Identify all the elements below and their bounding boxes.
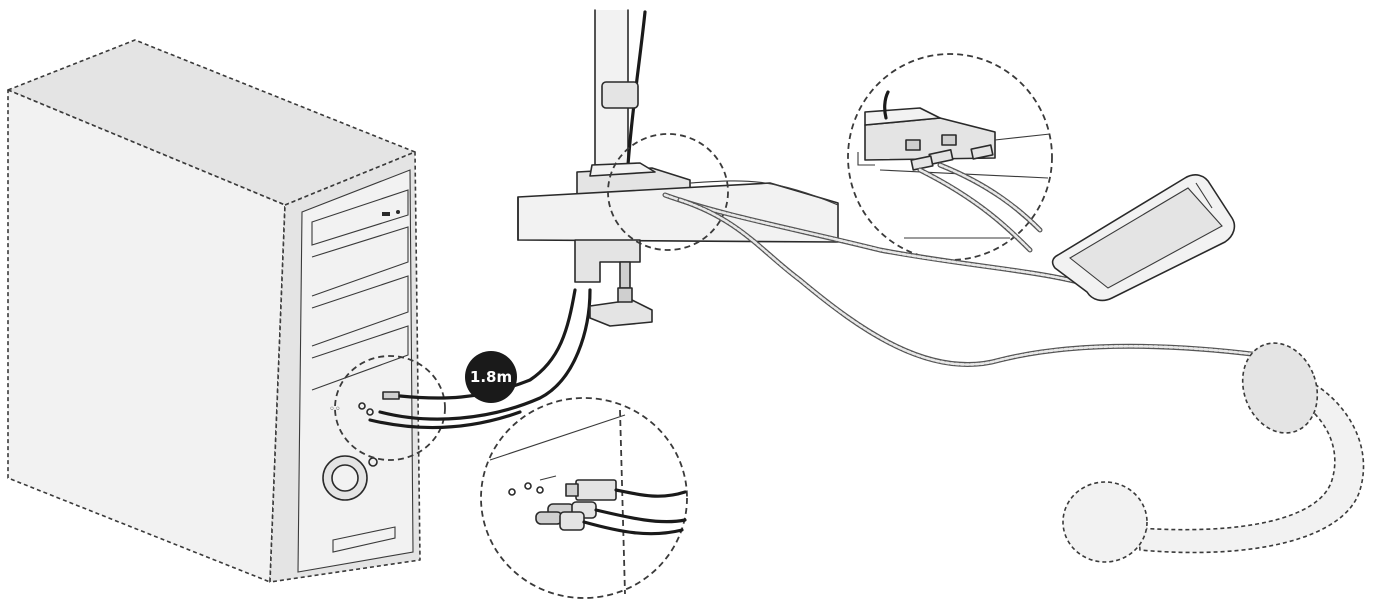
- monitor-arm-clamp-icon: [517, 9, 839, 327]
- usb-hub-icon: [847, 53, 1053, 261]
- headphones-icon: [1062, 342, 1365, 563]
- svg-text:◦◦: ◦◦: [329, 404, 341, 415]
- usb-plug-icon: [565, 479, 687, 501]
- usb-extension-cable: [368, 288, 592, 430]
- pc-tower-icon: ◦◦: [7, 39, 446, 583]
- cable-length-label: 1.8m: [470, 368, 512, 386]
- port-zoom-circle: [480, 397, 688, 599]
- cable-length-badge: 1.8m: [465, 351, 517, 403]
- audio-jack-icon: [535, 501, 687, 536]
- smartphone-icon: [1051, 174, 1236, 302]
- braided-cables: [662, 162, 1263, 367]
